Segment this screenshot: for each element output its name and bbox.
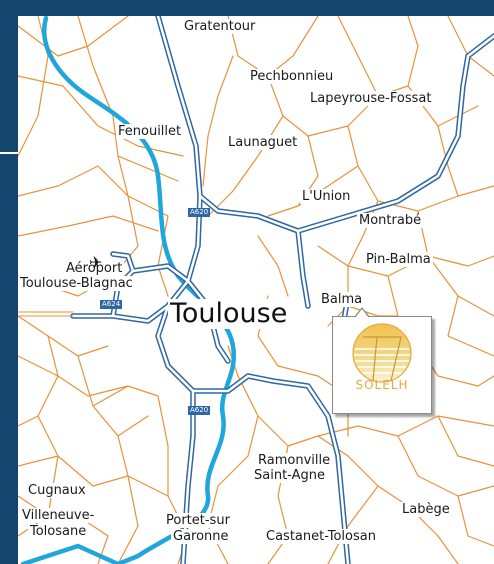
place-castanet-tolosan: Castanet-Tolosan bbox=[264, 529, 378, 544]
solelh-logo-text: SOLELH bbox=[355, 378, 409, 392]
place-villeneuve-line1: Villeneuve- bbox=[20, 508, 97, 523]
road-code-a620: A620 bbox=[188, 208, 211, 217]
place-aeroport-line1: Aéroport bbox=[64, 261, 125, 276]
place-montrabe: Montrabé bbox=[357, 213, 424, 228]
map-panel: A620 A624 A620 Gratentour Pechbonnieu La… bbox=[18, 16, 494, 564]
place-launaguet: Launaguet bbox=[226, 135, 300, 150]
frame-tick-mark bbox=[0, 152, 18, 154]
place-lunion: L'Union bbox=[300, 189, 353, 204]
place-pin-balma: Pin-Balma bbox=[364, 252, 433, 267]
place-balma: Balma bbox=[319, 292, 365, 307]
solelh-callout[interactable]: SOLELH bbox=[332, 307, 432, 414]
place-portet-line2: Garonne bbox=[171, 529, 231, 544]
city-toulouse: Toulouse bbox=[168, 298, 290, 329]
motorways bbox=[18, 16, 494, 564]
place-villeneuve-line2: Tolosane bbox=[28, 524, 89, 539]
place-pechbonnieu: Pechbonnieu bbox=[248, 69, 336, 84]
place-gratentour: Gratentour bbox=[182, 19, 258, 34]
place-lapeyrouse-fossat: Lapeyrouse-Fossat bbox=[308, 91, 434, 106]
place-cugnaux: Cugnaux bbox=[26, 483, 88, 498]
place-ramonville-line2: Saint-Agne bbox=[252, 468, 327, 483]
solelh-logo-icon bbox=[352, 323, 412, 383]
callout-pointer-inner bbox=[355, 309, 369, 318]
airplane-icon: ✈ bbox=[89, 253, 103, 272]
road-code-a624: A624 bbox=[100, 300, 123, 309]
road-code-a620-south: A620 bbox=[188, 406, 211, 415]
place-portet-line1: Portet-sur bbox=[164, 513, 232, 528]
place-aeroport-line2: Toulouse-Blagnac bbox=[18, 276, 135, 291]
map-canvas bbox=[18, 16, 494, 564]
place-ramonville-line1: Ramonville bbox=[256, 453, 333, 468]
place-fenouillet: Fenouillet bbox=[116, 124, 184, 139]
place-labege: Labège bbox=[400, 502, 452, 517]
